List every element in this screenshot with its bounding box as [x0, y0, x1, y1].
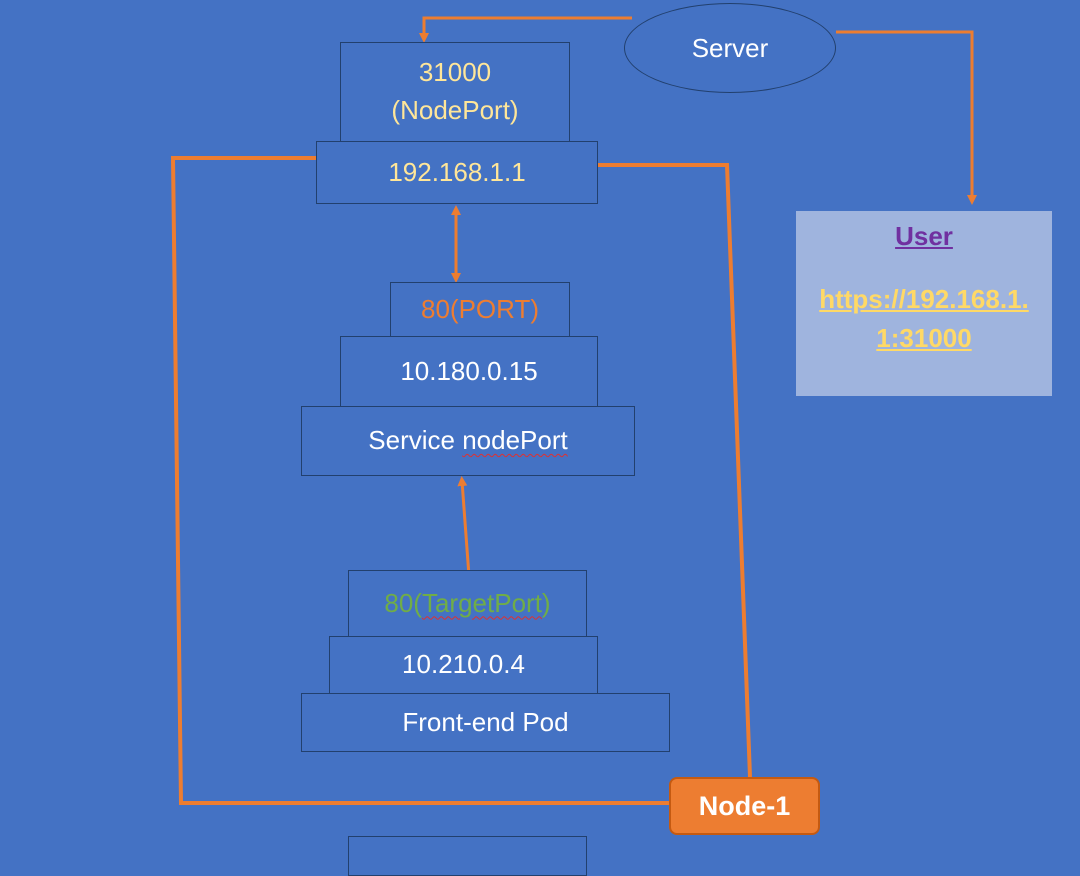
target-port-suffix: ): [541, 587, 551, 618]
service-name-prefix: Service: [368, 425, 463, 456]
target-port-label: 80(TargetPort): [384, 585, 550, 623]
service-name-label: Service nodePort: [368, 422, 567, 460]
nodeport-type: (NodePort): [391, 95, 519, 125]
node-boundary-line: [170, 156, 669, 805]
user-url-link[interactable]: https://192.168.1.1:31000: [819, 284, 1029, 353]
node-ip-label: 192.168.1.1: [388, 156, 526, 187]
service-ip-box: 10.180.0.15: [340, 336, 598, 408]
pod-name-box: Front-end Pod: [301, 693, 670, 752]
target-port-word: TargetPort: [421, 587, 542, 618]
service-port-label: 80(PORT): [421, 294, 539, 325]
pod-name-label: Front-end Pod: [402, 706, 569, 737]
service-ip-label: 10.180.0.15: [400, 356, 538, 387]
server-to-user-arrow: [836, 30, 977, 205]
user-title[interactable]: User: [895, 221, 953, 251]
nodeport-box: 31000 (NodePort): [340, 42, 570, 142]
pod-ip-box: 10.210.0.4: [329, 636, 598, 694]
service-name-box: Service nodePort: [301, 406, 635, 476]
target-port-prefix: 80(: [384, 587, 422, 618]
target-port-box: 80(TargetPort): [348, 570, 587, 637]
user-panel: User https://192.168.1.1:31000: [796, 211, 1052, 396]
service-port-box: 80(PORT): [390, 282, 570, 338]
node-badge-label: Node-1: [698, 790, 791, 821]
nodeport-number: 31000: [418, 57, 492, 88]
connector-layer: [170, 16, 977, 805]
server-label: Server: [691, 32, 769, 63]
service-to-pod-arrow: [457, 476, 474, 581]
service-name-suffix: nodePort: [462, 425, 568, 456]
server-ellipse: Server: [624, 3, 836, 93]
node-boundary-line-right: [598, 163, 752, 778]
node-badge: Node-1: [669, 777, 820, 835]
server-to-nodeport-arrow: [419, 16, 632, 43]
node-ip-box: 192.168.1.1: [316, 141, 598, 204]
pod-ip-label: 10.210.0.4: [402, 649, 525, 680]
cropped-box: [348, 836, 587, 876]
